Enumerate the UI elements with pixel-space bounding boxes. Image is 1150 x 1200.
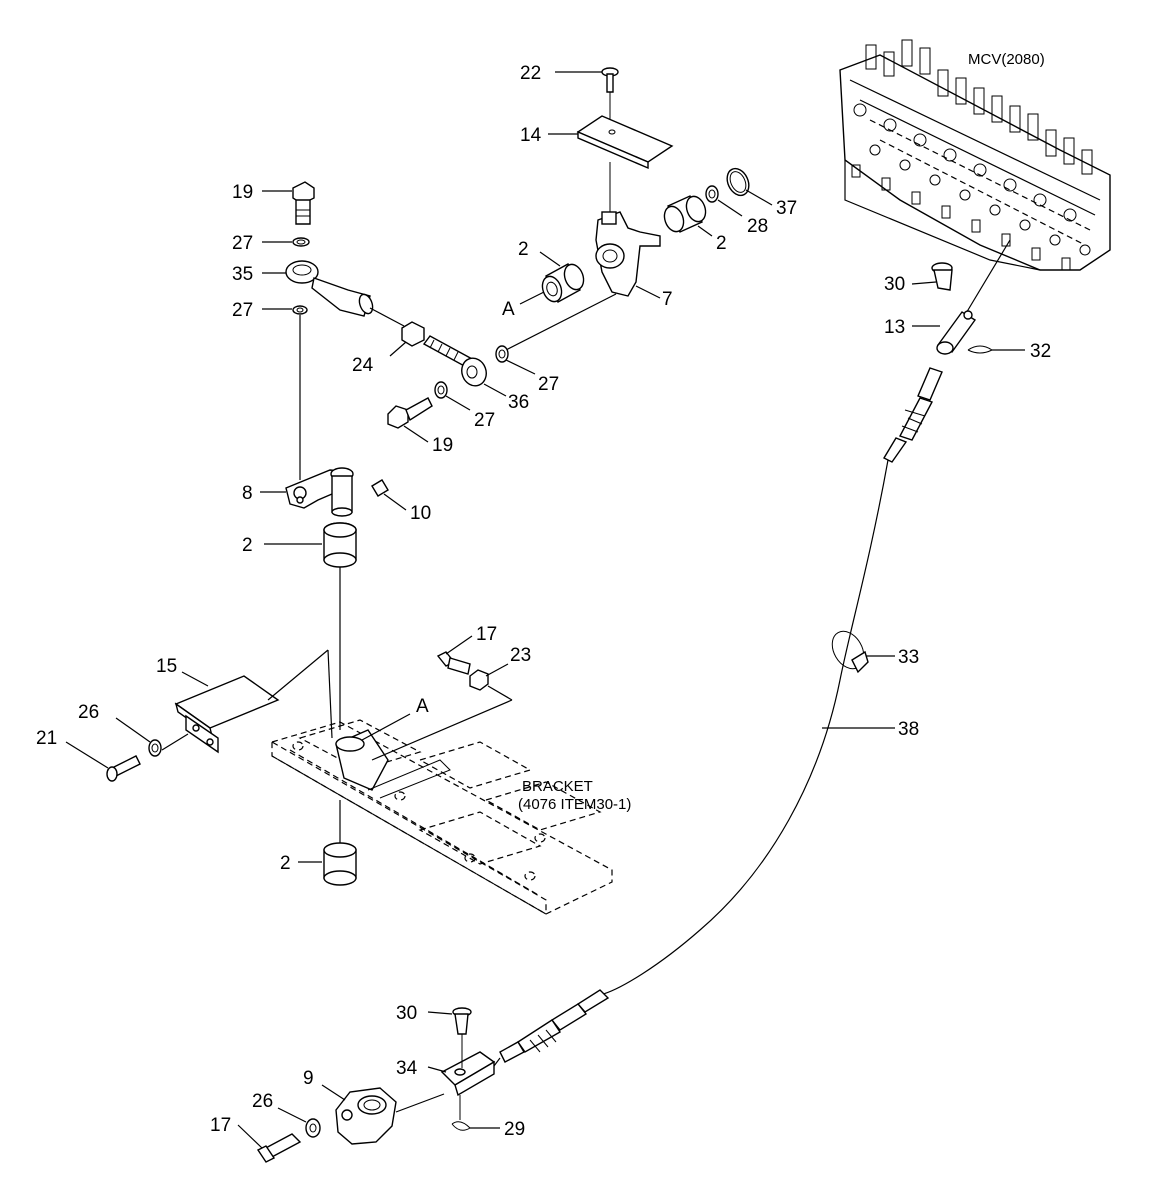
callout-34: 34	[396, 1058, 418, 1079]
washer-27-lower	[434, 381, 448, 399]
callout-33: 33	[898, 647, 919, 668]
callout-28: 28	[747, 216, 768, 237]
clip-32	[967, 345, 993, 354]
bolt-19-lower	[387, 397, 433, 429]
callout-7: 7	[662, 289, 673, 310]
callout-2-left: 2	[518, 239, 529, 260]
control-cable-38	[599, 459, 889, 996]
ref-a-lower: A	[416, 696, 429, 717]
callout-23: 23	[510, 645, 531, 666]
bushing-2-lower	[323, 842, 357, 886]
cable-end-upper	[883, 367, 943, 463]
key-10	[371, 479, 389, 497]
rod-end-35	[285, 260, 374, 317]
cable-clamp-33	[831, 630, 869, 674]
callout-26-left: 26	[78, 702, 99, 723]
snap-ring-37	[726, 167, 750, 197]
callout-24: 24	[352, 355, 374, 376]
callout-38: 38	[898, 719, 919, 740]
washer-26-left	[148, 739, 162, 757]
base-bracket	[271, 719, 613, 916]
joint-13	[936, 310, 977, 355]
washer-27-mid	[292, 305, 308, 315]
callout-19-upper: 19	[232, 182, 253, 203]
cable-end-lower	[499, 989, 610, 1063]
clevis-34	[440, 1051, 501, 1097]
washer-26-lower	[305, 1118, 321, 1138]
bushing-2-middle	[323, 522, 357, 568]
screw-22	[601, 67, 619, 93]
bolt-21	[106, 755, 141, 782]
lever-9	[335, 1087, 397, 1145]
bolt-17-lower	[256, 1133, 302, 1163]
callout-37: 37	[776, 198, 797, 219]
bolt-19-upper	[292, 181, 315, 225]
callout-30-upper: 30	[884, 274, 905, 295]
callout-17-lower: 17	[210, 1115, 231, 1136]
washer-27-right	[495, 345, 509, 363]
callout-21: 21	[36, 728, 57, 749]
callout-27-upper: 27	[232, 233, 253, 254]
cotter-pin-29	[451, 1121, 471, 1131]
callout-2-middle: 2	[242, 535, 253, 556]
callout-30-lower: 30	[396, 1003, 417, 1024]
callout-29: 29	[504, 1119, 525, 1140]
callout-35: 35	[232, 264, 253, 285]
bracket-label-line1: BRACKET	[522, 778, 593, 795]
ref-a-upper: A	[502, 299, 515, 320]
callout-27-lower: 27	[474, 410, 495, 431]
callout-15: 15	[156, 656, 177, 677]
callout-36: 36	[508, 392, 529, 413]
washer-28	[705, 185, 719, 203]
bushing-2-right	[663, 195, 707, 233]
callout-27-mid: 27	[232, 300, 253, 321]
cover-plate-15	[174, 675, 280, 754]
washer-27-upper	[292, 237, 310, 247]
pin-30-lower	[452, 1007, 472, 1035]
bracket-7	[595, 211, 661, 297]
callout-32: 32	[1030, 341, 1051, 362]
callout-26-lower: 26	[252, 1091, 273, 1112]
callout-27-right: 27	[538, 374, 559, 395]
callout-2-right: 2	[716, 233, 727, 254]
callout-14: 14	[520, 125, 542, 146]
nut-24	[401, 321, 425, 347]
nut-23	[469, 669, 489, 691]
callout-22: 22	[520, 63, 541, 84]
threaded-rod-36	[422, 335, 487, 387]
mcv-valve-block	[839, 39, 1111, 271]
callout-17-upper: 17	[476, 624, 497, 645]
bolt-17-upper	[436, 651, 471, 675]
callout-2-lower: 2	[280, 853, 291, 874]
callout-10: 10	[410, 503, 431, 524]
callout-9: 9	[303, 1068, 314, 1089]
lever-8	[285, 467, 354, 517]
bushing-2-left	[541, 263, 585, 303]
callout-19-lower: 19	[432, 435, 453, 456]
callout-8: 8	[242, 483, 253, 504]
mcv-link-line	[964, 239, 1011, 316]
callout-13: 13	[884, 317, 905, 338]
mcv-label: MCV(2080)	[968, 51, 1045, 68]
plate-14	[576, 115, 674, 170]
bracket-label-line2: (4076 ITEM30-1)	[518, 796, 631, 813]
pin-30-upper	[931, 262, 953, 291]
